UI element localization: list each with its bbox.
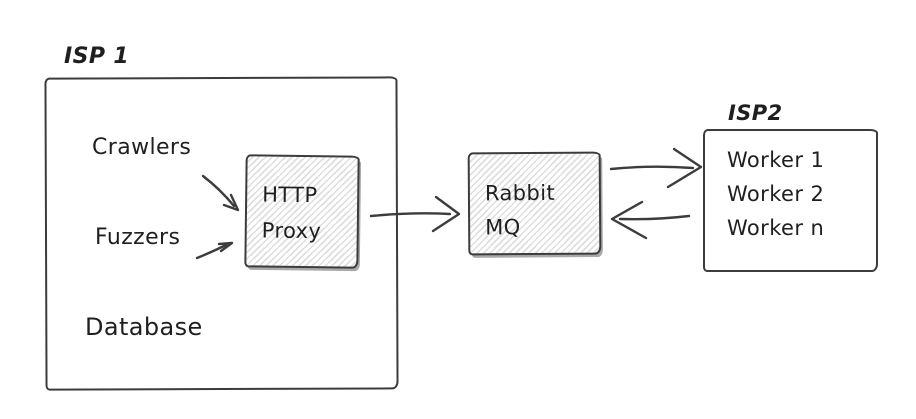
rabbitmq-line2: MQ <box>485 215 521 240</box>
crawlers-label: Crawlers <box>92 135 192 160</box>
arrow-isp2-to-rabbitmq-line <box>618 214 691 221</box>
worker-item-n: Worker n <box>727 216 825 240</box>
database-label: Database <box>85 313 203 341</box>
worker-item-1: Worker 1 <box>727 148 825 172</box>
arrow-rabbitmq-to-isp2-line <box>609 165 695 171</box>
rabbitmq-line1: Rabbit <box>484 180 556 206</box>
rabbitmq-box: Rabbit MQ <box>467 151 602 256</box>
isp2-box: Worker 1 Worker 2 Worker n <box>703 129 878 272</box>
http-proxy-line2: Proxy <box>261 218 322 244</box>
arrow-proxy-to-rabbitmq-head <box>431 195 461 233</box>
arrow-isp2-to-rabbitmq-head <box>610 200 648 240</box>
http-proxy-box: HTTP Proxy <box>244 154 360 269</box>
fuzzers-label: Fuzzers <box>95 225 181 250</box>
arrow-rabbitmq-to-isp2-head <box>666 147 703 189</box>
isp2-label: ISP2 <box>728 101 783 125</box>
worker-item-2: Worker 2 <box>727 182 825 206</box>
isp1-label: ISP 1 <box>64 44 130 69</box>
http-proxy-line1: HTTP <box>262 182 318 208</box>
